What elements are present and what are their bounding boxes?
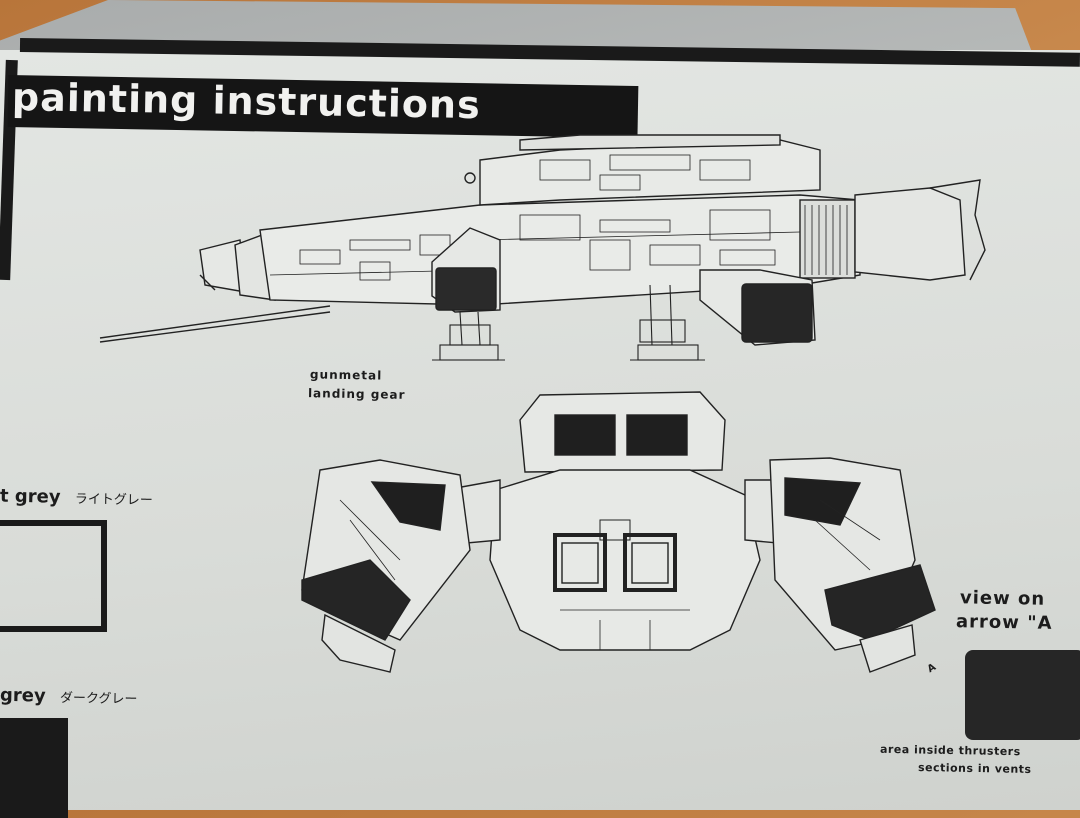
swatch-light-grey-name: t grey xyxy=(0,485,61,508)
swatch-dark-grey-jp: ダークグレー xyxy=(59,690,138,708)
side-view-drawing xyxy=(99,134,986,361)
swatch-light-grey-label: t grey ライトグレー xyxy=(0,486,153,510)
callout-gunmetal: gunmetal xyxy=(309,367,383,383)
swatch-light-grey-jp: ライトグレー xyxy=(74,491,153,509)
callout-view-on: view on xyxy=(959,587,1046,610)
swatch-dark-grey-label: grey ダークグレー xyxy=(0,685,138,708)
callout-thrusters-line2: sections in vents xyxy=(917,761,1032,776)
callout-landing-gear: landing gear xyxy=(307,386,406,402)
callout-arrow-a: arrow "A xyxy=(955,611,1053,634)
callout-thrusters-line1: area inside thrusters xyxy=(879,742,1021,759)
thrusters-swatch xyxy=(965,650,1080,740)
swatch-light-grey xyxy=(0,520,107,632)
swatch-dark-grey-name: grey xyxy=(0,684,46,707)
swatch-dark-grey xyxy=(0,718,68,818)
rear-view-drawing xyxy=(301,391,936,673)
